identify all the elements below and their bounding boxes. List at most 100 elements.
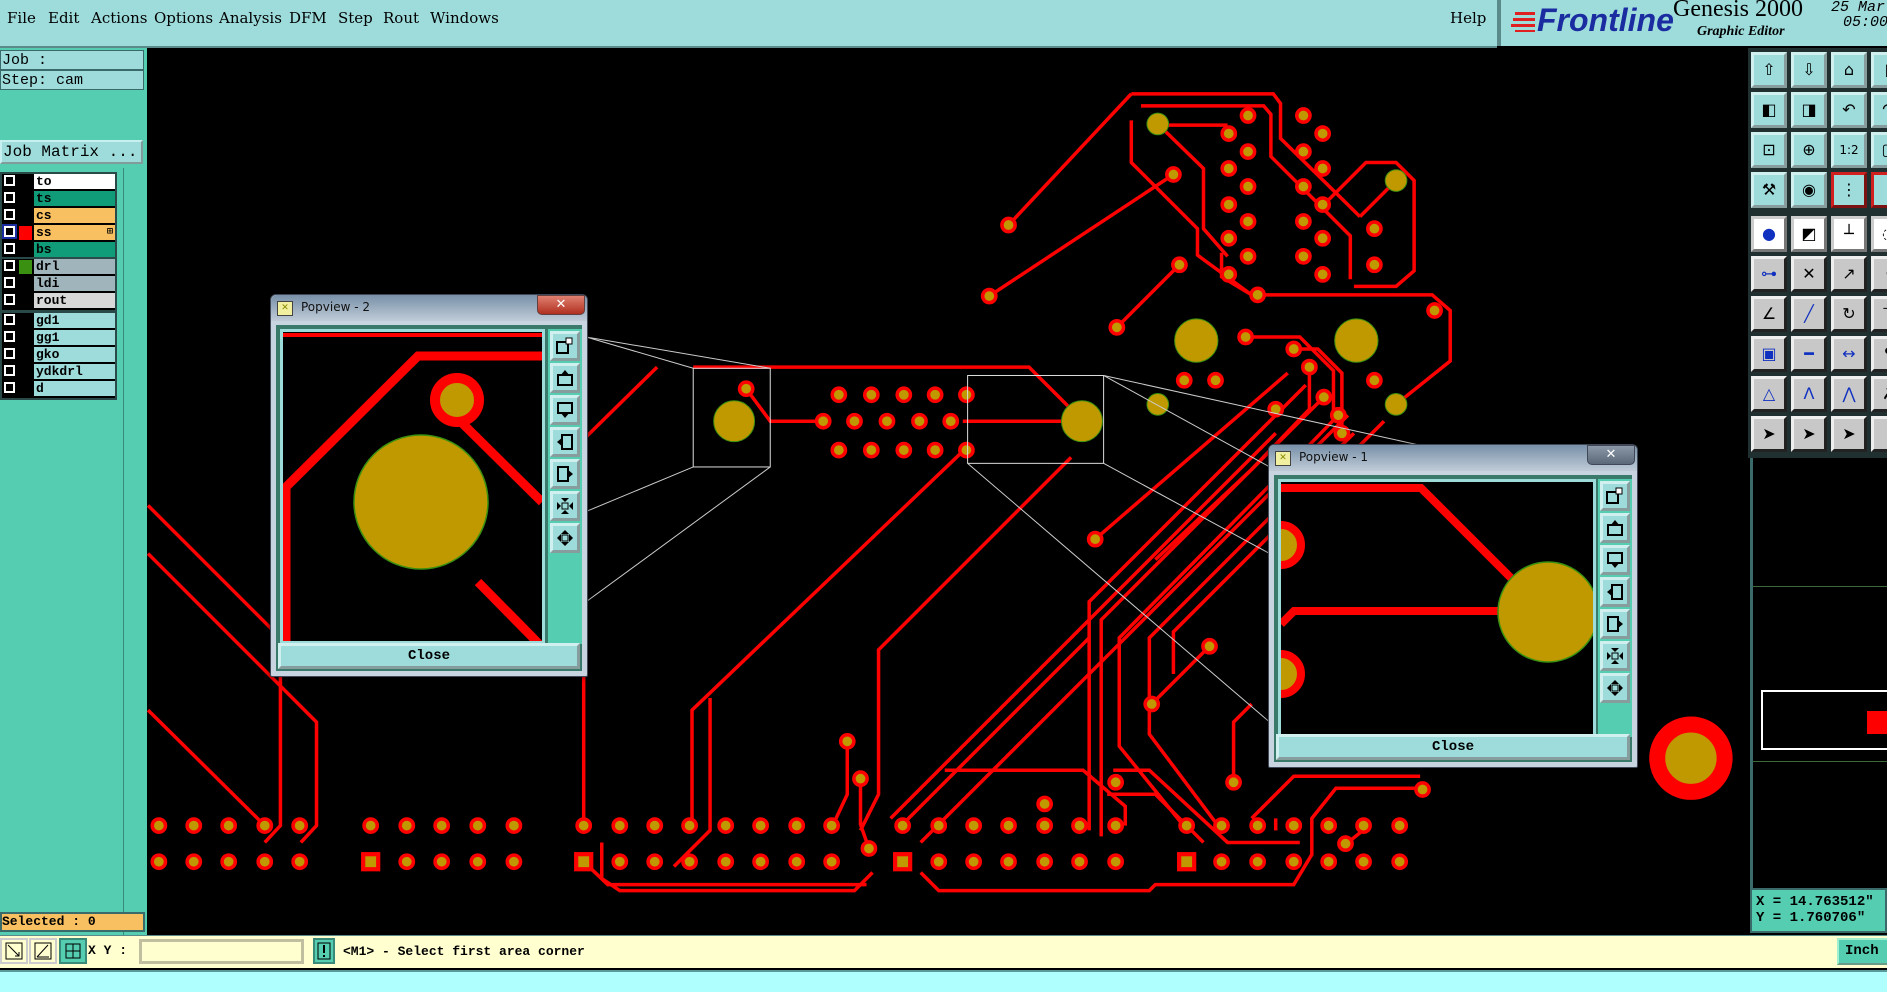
tool-arc-up-button[interactable]: Λ: [1791, 376, 1827, 412]
menu-edit[interactable]: Edit: [48, 9, 80, 27]
menu-windows[interactable]: Windows: [430, 9, 499, 27]
tool-zoom-window-button[interactable]: ▢: [1871, 132, 1887, 168]
popview-1-canvas[interactable]: [1278, 479, 1596, 737]
pcb-drawing[interactable]: [146, 48, 1748, 935]
tool-more-button[interactable]: •: [1871, 256, 1887, 292]
tool-text-button[interactable]: ¶: [1871, 336, 1887, 372]
layer-color-swatch[interactable]: [19, 294, 32, 308]
tool-snap-button[interactable]: ◩: [1791, 216, 1827, 252]
layer-checkbox[interactable]: [4, 277, 15, 288]
layer-name[interactable]: rout: [34, 293, 115, 308]
layer-row-cs[interactable]: cs: [2, 208, 115, 225]
layer-row-ts[interactable]: ts: [2, 191, 115, 208]
tool-select-pad-button[interactable]: ●: [1751, 216, 1787, 252]
tool-pan-left-button[interactable]: ◧: [1751, 92, 1787, 128]
layer-name[interactable]: drl: [34, 259, 115, 274]
job-matrix-button[interactable]: Job Matrix ...: [0, 140, 143, 164]
popview-1-titlebar[interactable]: ✕ Popview - 1 ✕: [1269, 445, 1637, 471]
tool-segment-button[interactable]: ━: [1791, 336, 1827, 372]
layer-color-swatch[interactable]: [19, 348, 32, 362]
tool-zoom-1-2-button[interactable]: 1:2: [1831, 132, 1867, 168]
layer-checkbox[interactable]: [4, 348, 15, 359]
popview-zoom-back-button[interactable]: [550, 331, 580, 361]
layer-checkbox[interactable]: [4, 175, 15, 186]
popview-pan-left-button[interactable]: [550, 427, 580, 457]
menu-dfm[interactable]: DFM: [289, 9, 327, 27]
layer-row-d[interactable]: d: [2, 381, 115, 398]
tool-line-2-button[interactable]: ╱: [1791, 296, 1827, 332]
xy-input[interactable]: [139, 939, 304, 964]
layer-name[interactable]: ydkdrl: [34, 364, 115, 379]
layer-name[interactable]: d: [34, 381, 115, 396]
execute-button[interactable]: [313, 938, 335, 964]
layer-checkbox[interactable]: [4, 331, 15, 342]
layer-checkbox[interactable]: [4, 260, 15, 271]
tool-zoom-down-button[interactable]: ⇩: [1791, 52, 1827, 88]
layer-name[interactable]: ss⊞: [34, 225, 115, 240]
tool-arc-over-button[interactable]: ⋀: [1831, 376, 1867, 412]
tool-pan-right-button[interactable]: ◨: [1791, 92, 1827, 128]
layer-checkbox[interactable]: [4, 209, 15, 220]
layer-color-swatch[interactable]: [19, 331, 32, 345]
layer-color-swatch[interactable]: [19, 314, 32, 328]
tool-undo-view-button[interactable]: ↶: [1831, 92, 1867, 128]
layer-color-swatch[interactable]: [19, 226, 32, 240]
tool-pad-move-button[interactable]: ▣: [1751, 336, 1787, 372]
tool-select-net-button[interactable]: ⋮: [1871, 416, 1887, 452]
menu-help[interactable]: Help: [1450, 9, 1487, 27]
tool-home-button[interactable]: ⌂: [1831, 52, 1867, 88]
layer-name[interactable]: ts: [34, 191, 115, 206]
tool-triangle-button[interactable]: △: [1751, 376, 1787, 412]
popview-1-close-button[interactable]: Close: [1276, 734, 1630, 760]
angle-button[interactable]: [29, 938, 57, 964]
menu-file[interactable]: File: [7, 9, 36, 27]
popview-zoom-in-button[interactable]: [550, 491, 580, 521]
layer-checkbox[interactable]: [2, 224, 17, 239]
layer-checkbox[interactable]: [4, 382, 15, 393]
layer-checkbox[interactable]: [4, 294, 15, 305]
menu-options[interactable]: Options: [154, 9, 214, 27]
tool-move-button[interactable]: ↗: [1831, 256, 1867, 292]
layer-name[interactable]: gg1: [34, 330, 115, 345]
layer-color-swatch[interactable]: [19, 209, 32, 223]
layer-color-swatch[interactable]: [19, 365, 32, 379]
popview-zoom-back-button[interactable]: [1600, 481, 1630, 511]
popview-pan-up-button[interactable]: [550, 363, 580, 393]
layer-name[interactable]: to: [34, 174, 115, 189]
popview-2-close-button[interactable]: Close: [278, 643, 580, 669]
layer-row-bs[interactable]: bs: [2, 242, 115, 259]
layer-color-swatch[interactable]: [19, 192, 32, 206]
layer-checkbox[interactable]: [4, 314, 15, 325]
menu-rout[interactable]: Rout: [383, 9, 420, 27]
layer-checkbox[interactable]: [4, 365, 15, 376]
popview-pan-left-button[interactable]: [1600, 577, 1630, 607]
layer-color-swatch[interactable]: [19, 175, 32, 189]
layer-color-swatch[interactable]: [19, 277, 32, 291]
tool-select-polygon-button[interactable]: ➤: [1831, 416, 1867, 452]
layer-checkbox[interactable]: [4, 243, 15, 254]
tool-select-box-button[interactable]: ➤: [1791, 416, 1827, 452]
tool-tools-button[interactable]: ⚒: [1751, 172, 1787, 208]
layer-color-swatch[interactable]: [19, 243, 32, 257]
popview-2-canvas[interactable]: [280, 329, 545, 644]
popview-pan-right-button[interactable]: [550, 459, 580, 489]
popview-pan-down-button[interactable]: [1600, 545, 1630, 575]
layer-row-gko[interactable]: gko: [2, 347, 115, 364]
popview-2-close-x[interactable]: ✕: [537, 295, 585, 315]
menu-analysis[interactable]: Analysis: [219, 9, 282, 27]
layer-name[interactable]: cs: [34, 208, 115, 223]
popview-zoom-out-button[interactable]: [1600, 673, 1630, 703]
tool-redo-view-button[interactable]: ↷: [1871, 92, 1887, 128]
tool-feature-button[interactable]: ◌: [1871, 216, 1887, 252]
menu-step[interactable]: Step: [338, 9, 373, 27]
tool-zoom-center-button[interactable]: ⊕: [1791, 132, 1827, 168]
layer-name[interactable]: bs: [34, 242, 115, 257]
layer-row-drl[interactable]: drl: [2, 259, 115, 276]
grid-button[interactable]: [59, 938, 87, 964]
layer-color-swatch[interactable]: [19, 260, 32, 274]
overview-viewport[interactable]: [1761, 690, 1887, 750]
layer-row-gd1[interactable]: gd1: [2, 313, 115, 330]
tool-delete-button[interactable]: ✕: [1791, 256, 1827, 292]
overview-map[interactable]: [1750, 458, 1887, 888]
layer-row-ss[interactable]: ss⊞: [2, 224, 115, 242]
